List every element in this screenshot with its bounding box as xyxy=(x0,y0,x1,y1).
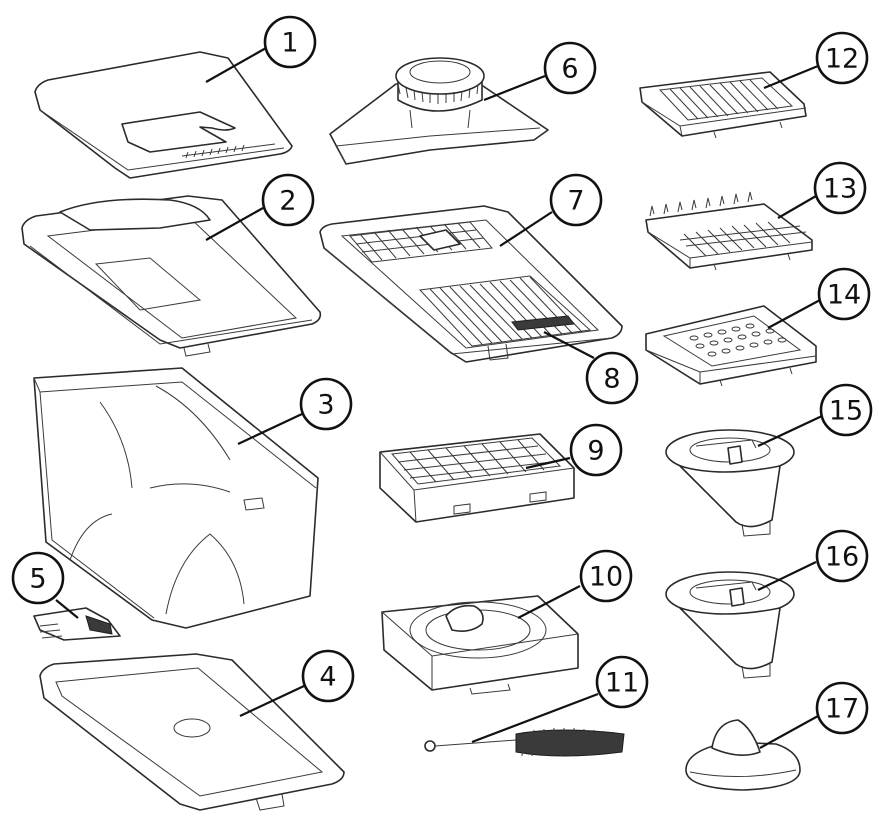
callout-label-10: 10 xyxy=(589,562,623,593)
callout-label-14: 14 xyxy=(827,280,861,311)
callout-3: 3 xyxy=(299,377,353,431)
part-spiral-cone-b xyxy=(665,571,795,679)
part-dial xyxy=(329,57,549,165)
callout-12: 12 xyxy=(815,31,869,85)
callout-label-9: 9 xyxy=(587,436,604,467)
callout-label-7: 7 xyxy=(567,186,584,217)
callout-label-17: 17 xyxy=(825,694,859,725)
callout-label-13: 13 xyxy=(823,174,857,205)
part-base xyxy=(39,653,345,811)
callout-13: 13 xyxy=(813,161,867,215)
part-container xyxy=(33,367,319,629)
callout-label-16: 16 xyxy=(825,542,859,573)
callout-9: 9 xyxy=(569,423,623,477)
callout-label-4: 4 xyxy=(319,662,336,693)
callout-15: 15 xyxy=(819,383,873,437)
callout-label-1: 1 xyxy=(281,28,298,59)
callout-17: 17 xyxy=(815,681,869,735)
callout-5: 5 xyxy=(11,551,65,605)
callout-8: 8 xyxy=(585,351,639,405)
callout-label-5: 5 xyxy=(29,564,46,595)
callout-label-3: 3 xyxy=(317,390,334,421)
callout-label-6: 6 xyxy=(561,54,578,85)
part-spiral-cone-a xyxy=(665,429,795,537)
callout-label-15: 15 xyxy=(829,396,863,427)
callout-label-8: 8 xyxy=(603,364,620,395)
callout-1: 1 xyxy=(263,15,317,69)
part-tray xyxy=(21,195,322,357)
callout-2: 2 xyxy=(261,173,315,227)
callout-14: 14 xyxy=(817,267,871,321)
callout-16: 16 xyxy=(815,529,869,583)
callout-label-11: 11 xyxy=(605,668,639,699)
part-clip xyxy=(33,607,121,641)
part-frame xyxy=(319,205,623,363)
callout-6: 6 xyxy=(543,41,597,95)
callout-4: 4 xyxy=(301,649,355,703)
part-spiral-holder xyxy=(381,595,579,695)
callout-label-2: 2 xyxy=(279,186,296,217)
leader-lines xyxy=(55,47,823,749)
part-insert-grater xyxy=(645,305,817,387)
part-lid xyxy=(34,51,293,179)
part-dicing-grid xyxy=(379,433,575,523)
callout-7: 7 xyxy=(549,173,603,227)
part-insert-spiked xyxy=(645,191,813,271)
part-brush xyxy=(424,727,625,757)
callout-label-12: 12 xyxy=(825,44,859,75)
part-knob xyxy=(685,719,801,791)
callout-10: 10 xyxy=(579,549,633,603)
callout-11: 11 xyxy=(595,655,649,709)
